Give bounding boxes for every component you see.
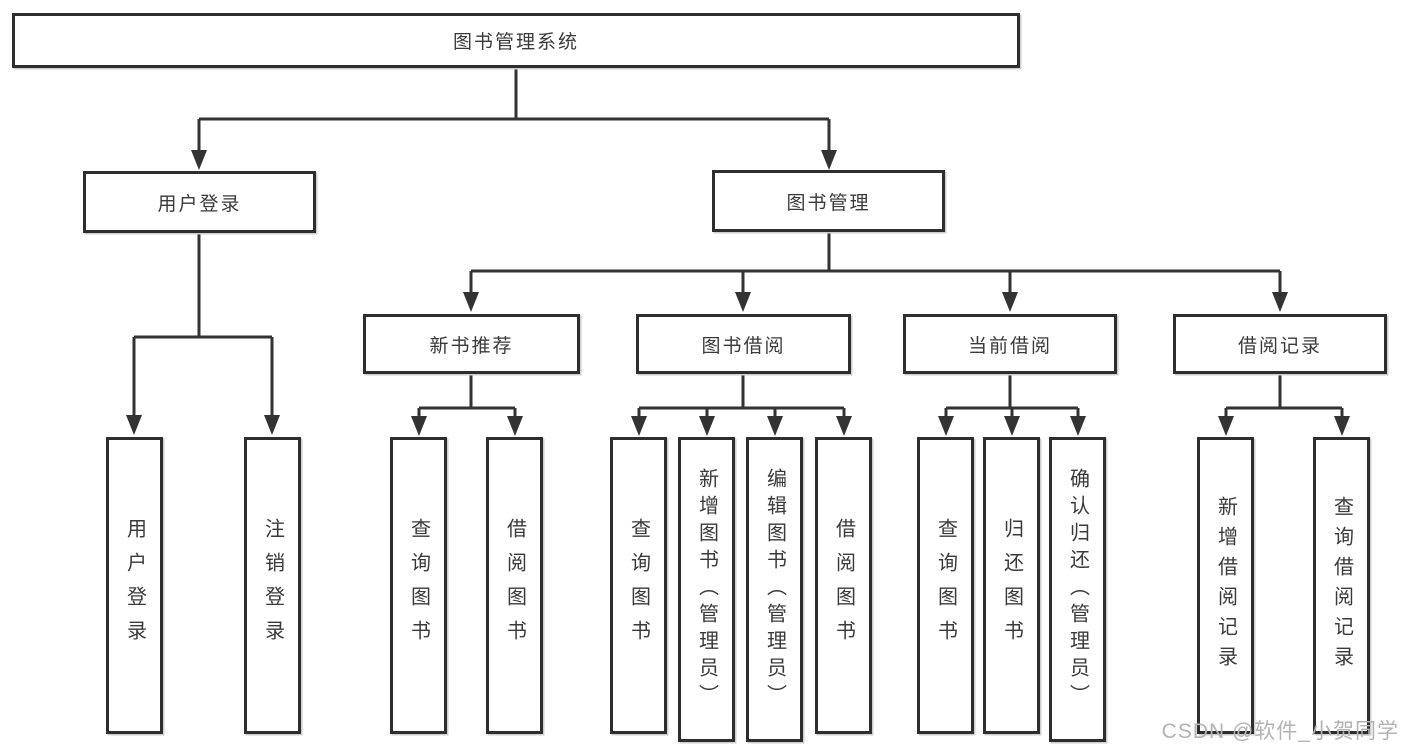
node-book-borrow-label: 图书借阅 — [701, 335, 786, 357]
leaf-confirm-return-admin: 确认归还（管理员） — [1049, 437, 1106, 742]
leaf-borrow-books-recommend: 借阅图书 — [486, 437, 543, 734]
leaf-query-books-recommend-label: 查询图书 — [407, 517, 430, 654]
leaf-query-books-current: 查询图书 — [917, 437, 974, 734]
leaf-borrow-books-recommend-label: 借阅图书 — [503, 517, 526, 654]
leaf-query-books-borrow-label: 查询图书 — [627, 517, 650, 654]
leaf-user-login: 用户登录 — [106, 437, 163, 734]
leaf-add-books-admin: 新增图书（管理员） — [678, 437, 735, 742]
leaf-user-login-label: 用户登录 — [123, 517, 146, 654]
node-root-label: 图书管理系统 — [452, 32, 579, 53]
node-root: 图书管理系统 — [12, 13, 1020, 68]
leaf-return-books: 归还图书 — [983, 437, 1040, 734]
leaf-add-borrow-record: 新增借阅记录 — [1197, 437, 1254, 734]
leaf-add-books-admin-label: 新增图书（管理员） — [695, 468, 718, 711]
node-new-book-recommend: 新书推荐 — [363, 314, 580, 374]
node-new-book-recommend-label: 新书推荐 — [429, 335, 514, 357]
node-borrow-records-label: 借阅记录 — [1237, 335, 1322, 357]
leaf-logout-label: 注销登录 — [261, 517, 284, 654]
leaf-return-books-label: 归还图书 — [1000, 517, 1023, 654]
node-borrow-records: 借阅记录 — [1173, 314, 1387, 374]
node-book-borrow: 图书借阅 — [636, 314, 851, 374]
leaf-logout: 注销登录 — [244, 437, 301, 734]
node-current-borrow: 当前借阅 — [903, 314, 1117, 374]
node-book-management-label: 图书管理 — [786, 192, 871, 214]
leaf-edit-books-admin-label: 编辑图书（管理员） — [763, 468, 786, 711]
node-book-management: 图书管理 — [712, 170, 945, 232]
leaf-query-books-current-label: 查询图书 — [934, 517, 957, 654]
node-user-login-label: 用户登录 — [157, 193, 242, 215]
watermark: CSDN @软件_小贺同学 — [1161, 720, 1399, 743]
leaf-query-borrow-record: 查询借阅记录 — [1313, 437, 1370, 734]
leaf-query-books-recommend: 查询图书 — [390, 437, 447, 734]
node-user-login: 用户登录 — [83, 171, 316, 233]
node-current-borrow-label: 当前借阅 — [967, 335, 1052, 357]
leaf-add-borrow-record-label: 新增借阅记录 — [1214, 495, 1237, 676]
leaf-confirm-return-admin-label: 确认归还（管理员） — [1066, 468, 1089, 711]
leaf-borrow-books-label: 借阅图书 — [832, 517, 855, 654]
leaf-query-borrow-record-label: 查询借阅记录 — [1330, 495, 1353, 676]
leaf-borrow-books: 借阅图书 — [815, 437, 872, 734]
leaf-query-books-borrow: 查询图书 — [610, 437, 667, 734]
leaf-edit-books-admin: 编辑图书（管理员） — [746, 437, 803, 742]
